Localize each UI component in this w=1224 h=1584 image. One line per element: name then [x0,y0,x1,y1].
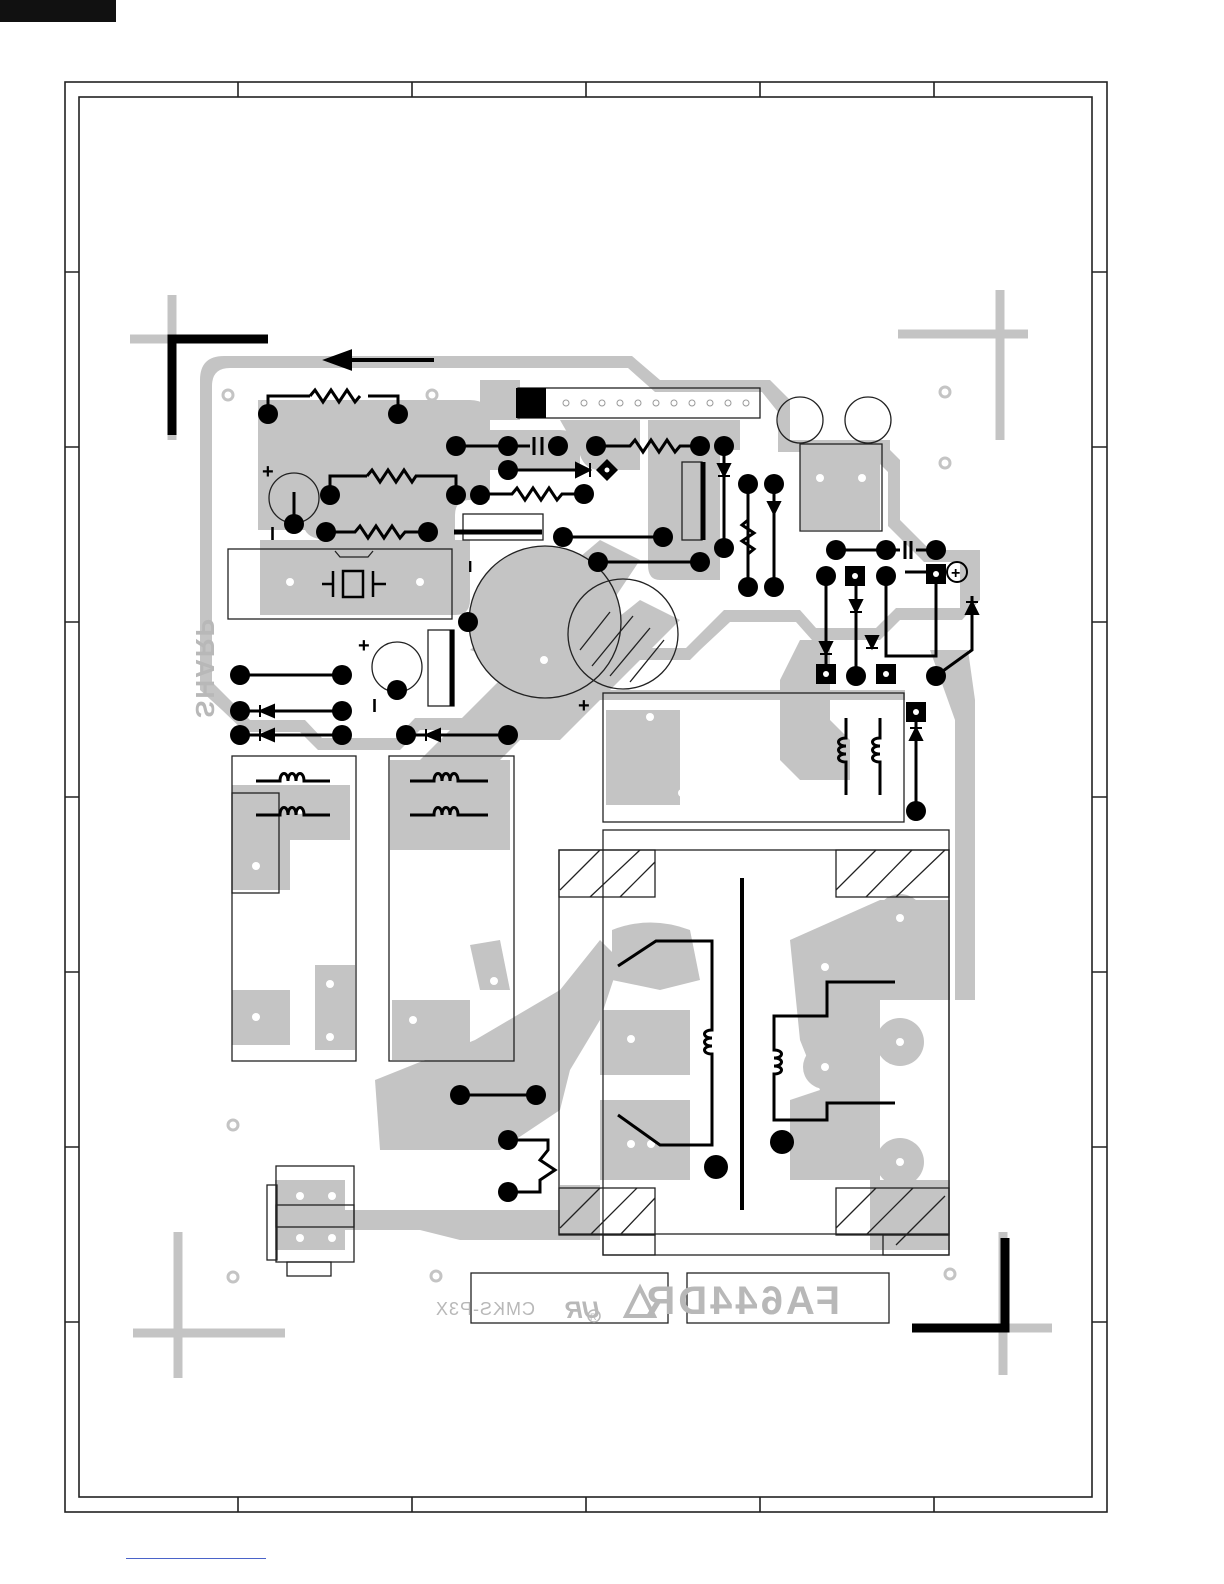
maker-logo: SHARP [190,617,220,718]
plus-mark-c1: + [262,461,274,483]
plus-mark-c2: + [358,635,370,657]
minus-mark-c2: I [372,696,377,716]
plus-mark-d1: + [951,565,960,582]
footer-rule [126,1558,266,1559]
plus-mark-c3: + [578,695,590,717]
part-code: FA644DR [643,1279,840,1323]
minus-mark-c1: I [270,524,275,544]
connector-pins [563,400,749,406]
registered-mark: R [590,1312,597,1322]
board-id: CMKS-P3X [435,1299,535,1319]
minus-mark-c3: I [468,559,472,576]
